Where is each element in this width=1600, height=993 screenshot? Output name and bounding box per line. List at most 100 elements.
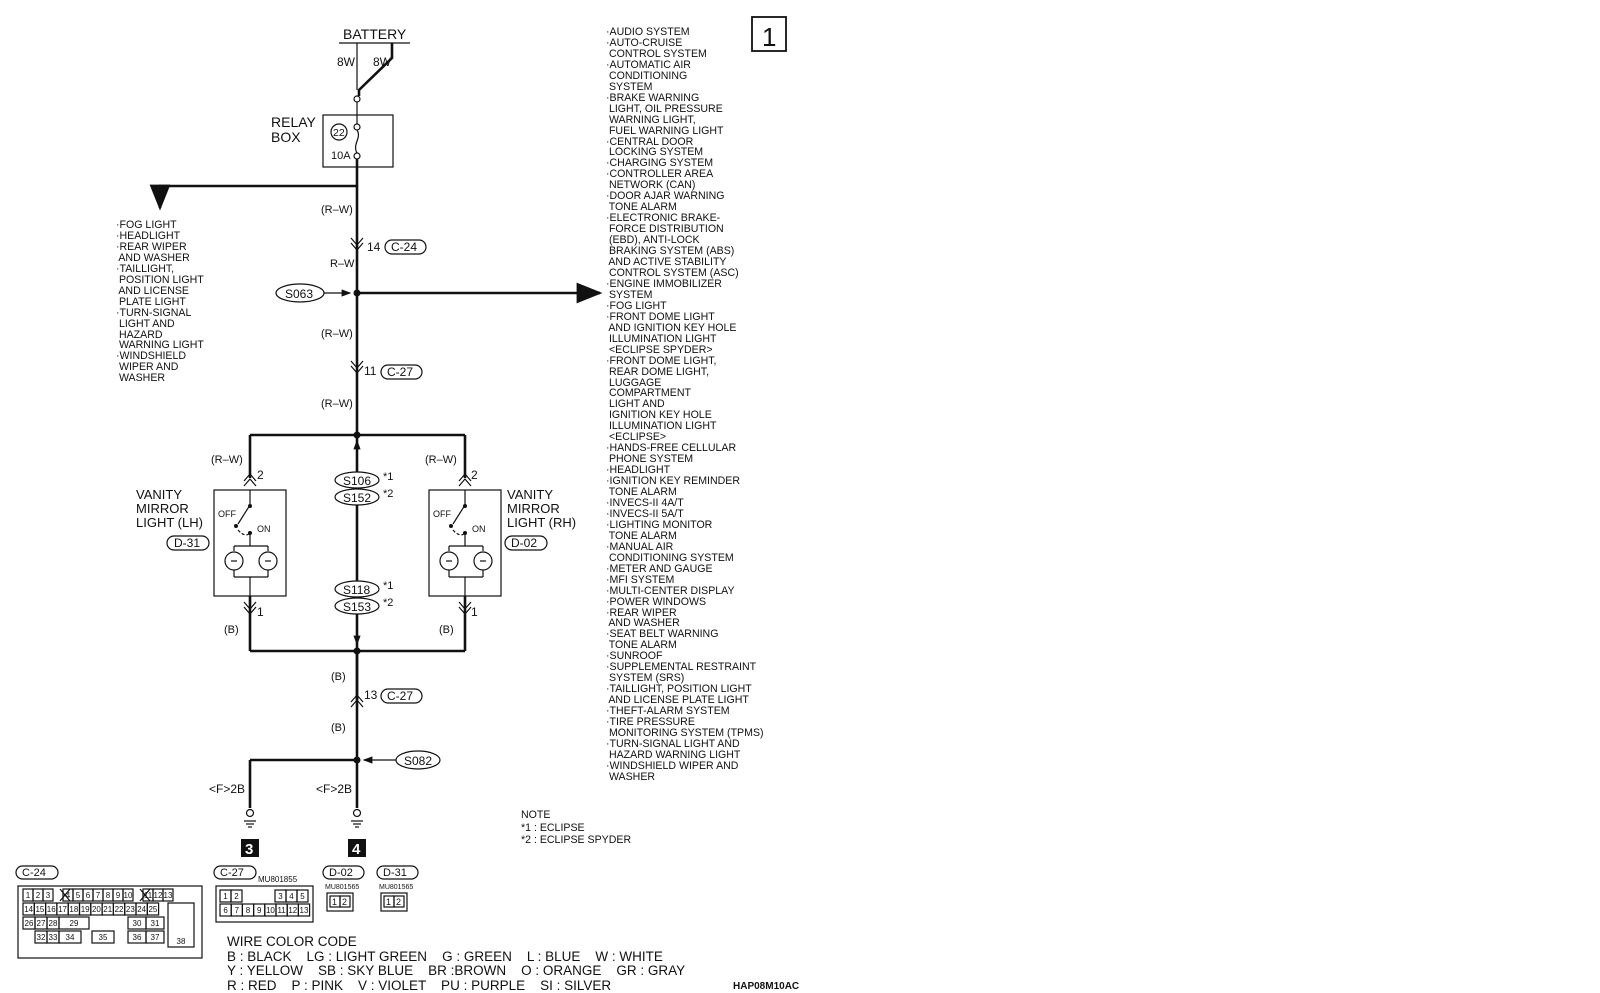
cv-c24-pin-label: 4 bbox=[66, 891, 71, 900]
wire-label-rw-2: (R–W) bbox=[321, 328, 353, 340]
ground-feed-right: <F>2B bbox=[316, 782, 352, 796]
cv-c24-pin-label: 10 bbox=[124, 891, 133, 900]
c27-pin-bottom: 13 bbox=[364, 688, 378, 702]
ground-badge-4 bbox=[348, 839, 366, 857]
cv-c24-pin-label: 35 bbox=[99, 933, 108, 942]
vanity-rh-line3: LIGHT (RH) bbox=[507, 515, 576, 530]
wire-label-b-rh: (B) bbox=[439, 624, 454, 636]
cv-c24-pin-label: 27 bbox=[37, 919, 46, 928]
wire-label-b-lh: (B) bbox=[224, 624, 239, 636]
c24-connector: C-24 bbox=[391, 240, 417, 254]
cv-c27-part: MU801855 bbox=[258, 875, 298, 884]
c27-connector-top: C-27 bbox=[387, 365, 413, 379]
cv-d31-pin2: 2 bbox=[396, 897, 401, 907]
rh-pin-top: 2 bbox=[471, 468, 478, 482]
cv-c27-pin-label: 13 bbox=[300, 906, 309, 915]
cv-c27-pin-label: 4 bbox=[289, 892, 294, 901]
cv-c24-pin bbox=[145, 916, 165, 930]
rh-pin-bottom: 1 bbox=[471, 605, 478, 619]
page-number-box bbox=[751, 16, 787, 52]
vanity-rh-off: OFF bbox=[433, 509, 451, 519]
cv-d02-housing bbox=[326, 892, 354, 912]
vanity-lh-line2: MIRROR bbox=[136, 501, 189, 516]
fuse-rating: 10A bbox=[331, 150, 351, 162]
cv-c24-pin bbox=[58, 916, 90, 930]
cv-c27-pin-label: 2 bbox=[234, 892, 239, 901]
cv-c24-pin-label: 32 bbox=[37, 933, 46, 942]
cv-c24-pin bbox=[146, 902, 160, 916]
ground-number-3: 3 bbox=[245, 841, 253, 858]
cv-c24-pin bbox=[122, 888, 134, 902]
cv-c24-pin-38 bbox=[167, 902, 195, 948]
d31-connector: D-31 bbox=[174, 536, 200, 550]
wire-label-rw-1: (R–W) bbox=[321, 204, 353, 216]
lh-pin-bottom: 1 bbox=[257, 605, 264, 619]
cv-c27-pin-label: 3 bbox=[278, 892, 283, 901]
page-number: 1 bbox=[762, 22, 776, 52]
vanity-lh-line3: LIGHT (LH) bbox=[136, 515, 203, 530]
cv-c24-pin-label: 24 bbox=[137, 905, 146, 914]
vanity-rh-on: ON bbox=[472, 524, 486, 534]
cv-c27-pin-label: 6 bbox=[223, 906, 228, 915]
mark-1-upper: *1 bbox=[383, 471, 393, 483]
battery-label: BATTERY bbox=[343, 26, 407, 42]
cv-c27-label: C-27 bbox=[220, 867, 244, 879]
mark-1-lower: *1 bbox=[383, 580, 393, 592]
wire-label-b-1: (B) bbox=[331, 671, 346, 683]
cv-c24-pin bbox=[162, 888, 174, 902]
wire-label-rw-3: (R–W) bbox=[321, 398, 353, 410]
cv-c24-pin-label: 2 bbox=[36, 891, 41, 900]
wire-label-b-2: (B) bbox=[331, 722, 346, 734]
cv-c24-pin-label: 23 bbox=[126, 905, 135, 914]
cv-c24-pin-label: 18 bbox=[69, 905, 78, 914]
cv-d31-label: D-31 bbox=[383, 867, 407, 879]
cv-c24-pin-label: 36 bbox=[133, 933, 142, 942]
cv-c24-pin bbox=[145, 930, 165, 944]
lh-pin-top: 2 bbox=[257, 468, 264, 482]
c27-pin-top: 11 bbox=[364, 364, 377, 378]
wire-label-rw-rh: (R–W) bbox=[425, 454, 457, 466]
cv-c27-pin-label: 5 bbox=[300, 892, 305, 901]
fuse-number-badge bbox=[330, 123, 348, 141]
cv-c24-blank-mark bbox=[139, 888, 151, 902]
cv-c24-pin-label: 3 bbox=[46, 891, 51, 900]
cv-c24-housing bbox=[17, 885, 203, 959]
cv-c24-pin-label: 28 bbox=[49, 919, 58, 928]
wire-label-rw-lh: (R–W) bbox=[211, 454, 243, 466]
splice-s082: S082 bbox=[404, 754, 432, 768]
cv-c24-pin-label: 11 bbox=[144, 891, 153, 900]
cv-d02-pin2: 2 bbox=[342, 897, 347, 907]
cv-c24-blank-mark bbox=[59, 888, 71, 902]
cv-c24-pin-38-label: 38 bbox=[177, 937, 186, 946]
cv-c24-pin bbox=[58, 930, 82, 944]
vanity-rh-line1: VANITY bbox=[507, 487, 553, 502]
cv-c24-pin-label: 30 bbox=[133, 919, 142, 928]
ground-feed-left: <F>2B bbox=[209, 782, 245, 796]
cv-c24-pin-label: 21 bbox=[103, 905, 112, 914]
fusible-link-right: 8W bbox=[373, 55, 392, 69]
splice-s063: S063 bbox=[285, 287, 313, 301]
cv-c24-pin-label: 8 bbox=[106, 891, 111, 900]
cv-c27-housing bbox=[215, 885, 314, 923]
related-systems-list: ·AUDIO SYSTEM ·AUTO-CRUISE CONTROL SYSTE… bbox=[606, 26, 764, 783]
cv-d31-pin1: 1 bbox=[386, 897, 391, 907]
splice-s153: S153 bbox=[343, 600, 371, 614]
cv-c24-pin-label: 14 bbox=[24, 905, 33, 914]
cv-c24-pin-label: 1 bbox=[26, 891, 31, 900]
cv-c24-pin-label: 19 bbox=[81, 905, 90, 914]
cv-c24-pin-label: 6 bbox=[86, 891, 91, 900]
cv-c27-pin-label: 11 bbox=[277, 906, 286, 915]
relay-box-label-2: BOX bbox=[271, 129, 301, 145]
ground-number-4: 4 bbox=[352, 841, 361, 858]
vanity-lh-line1: VANITY bbox=[136, 487, 182, 502]
cv-c27-pin-label: 10 bbox=[266, 906, 275, 915]
cv-d02-label: D-02 bbox=[329, 867, 353, 879]
cv-c24-pin-label: 5 bbox=[76, 891, 81, 900]
vanity-lh-on: ON bbox=[257, 524, 271, 534]
cv-c24-pin bbox=[42, 888, 54, 902]
fog-light-circuit-list: ·FOG LIGHT ·HEADLIGHT ·REAR WIPER AND WA… bbox=[116, 219, 204, 385]
cv-d31-part: MU801565 bbox=[379, 884, 413, 891]
